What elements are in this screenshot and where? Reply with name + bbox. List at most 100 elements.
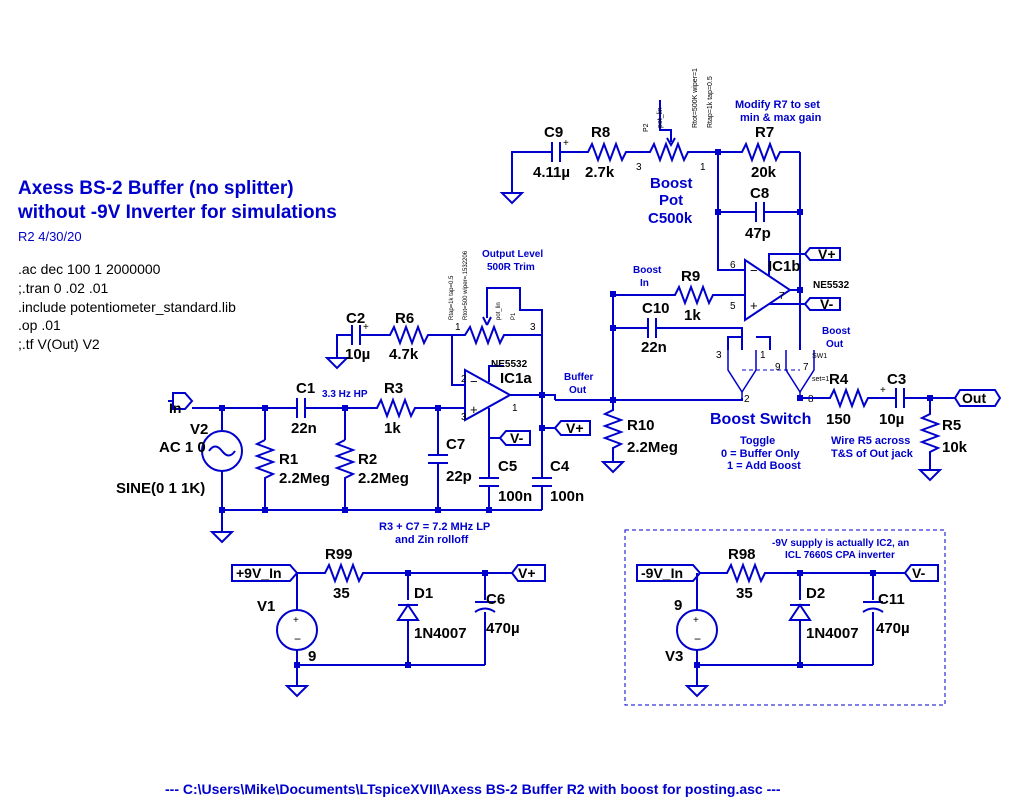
wire-r5-note-1: Wire R5 across <box>831 435 910 447</box>
boost-feedback-network <box>499 100 803 350</box>
toggle-note-3: 1 = Add Boost <box>727 460 801 472</box>
c8-capacitor[interactable] <box>742 202 800 222</box>
output-network <box>555 387 1002 482</box>
c8-name: C8 <box>750 185 769 202</box>
out-port-label: Out <box>962 390 986 406</box>
boost-switch-label: Boost Switch <box>710 411 811 428</box>
toggle-note-1: Toggle <box>740 435 775 447</box>
modify-r7-note-1: Modify R7 to set <box>735 99 820 111</box>
r8-name: R8 <box>591 124 610 141</box>
sw-pin1: 1 <box>760 350 766 361</box>
c5-capacitor[interactable] <box>479 477 499 510</box>
output-level-note-1: Output Level <box>482 249 543 260</box>
r10-value: 2.2Meg <box>627 439 678 456</box>
r8-value: 2.7k <box>585 164 615 181</box>
r6-value: 4.7k <box>389 346 419 363</box>
d2-value: 1N4007 <box>806 625 859 642</box>
d1-diode[interactable] <box>396 603 420 665</box>
r10-resistor[interactable] <box>600 397 626 474</box>
r7-name: R7 <box>755 124 774 141</box>
hp-note: 3.3 Hz HP <box>322 389 368 400</box>
r1-resistor[interactable] <box>254 439 276 510</box>
output-trim-pot[interactable] <box>452 324 542 346</box>
c11-value: 470µ <box>876 620 910 637</box>
boost-switch[interactable] <box>727 290 815 398</box>
minus9v-supply: + − <box>636 562 939 698</box>
boost-pot-param-0: P2 <box>643 123 650 132</box>
c10-name: C10 <box>642 300 670 317</box>
r7-value: 20k <box>751 164 777 181</box>
r2-name: R2 <box>358 451 377 468</box>
r7-resistor[interactable] <box>735 141 800 163</box>
ic1a-part: NE5532 <box>491 359 528 370</box>
minus9v-supply-box <box>624 529 946 706</box>
boost-input-network <box>610 284 745 410</box>
r4-resistor[interactable] <box>825 387 888 409</box>
c3-value: 10µ <box>879 411 904 428</box>
r3-resistor[interactable] <box>372 397 438 419</box>
ic1a-vplus-port: V+ <box>566 420 584 436</box>
d2-diode[interactable] <box>788 603 812 665</box>
r5-resistor[interactable] <box>919 410 941 470</box>
boost-pot-note-1: Boost <box>650 175 693 192</box>
directive-op: .op .01 <box>18 317 61 333</box>
r99-resistor[interactable] <box>320 562 512 584</box>
directive-tran: ;.tran 0 .02 .01 <box>18 280 108 296</box>
r1-value: 2.2Meg <box>279 470 330 487</box>
c4-value: 100n <box>550 488 584 505</box>
svg-text:+: + <box>693 615 699 626</box>
c1-value: 22n <box>291 420 317 437</box>
c6-value: 470µ <box>486 620 520 637</box>
c5-name: C5 <box>498 458 517 475</box>
r10-name: R10 <box>627 417 655 434</box>
sw-name: SW1 <box>812 353 827 360</box>
r8-resistor[interactable] <box>580 141 640 163</box>
ic1b-pin6: 6 <box>730 260 736 271</box>
svg-text:−: − <box>750 263 758 278</box>
c2-name: C2 <box>346 310 365 327</box>
r3-value: 1k <box>384 420 401 437</box>
r98-value: 35 <box>736 585 753 602</box>
v1-value: 9 <box>308 648 316 665</box>
r2-resistor[interactable] <box>334 439 356 510</box>
c4-capacitor[interactable] <box>532 477 552 510</box>
boost-out-note-1: Boost <box>822 326 851 337</box>
c2-capacitor[interactable] <box>351 325 385 345</box>
svg-text:+: + <box>293 615 299 626</box>
c3-capacitor[interactable] <box>888 388 955 408</box>
r5-value: 10k <box>942 439 968 456</box>
title-line-1: Axess BS-2 Buffer (no splitter) <box>18 178 294 199</box>
boost-pot[interactable] <box>640 141 718 163</box>
r4-value: 150 <box>826 411 851 428</box>
supply-note-1: -9V supply is actually IC2, an <box>772 538 909 549</box>
c7-capacitor[interactable] <box>428 454 448 510</box>
r98-resistor[interactable] <box>722 562 905 584</box>
c5-value: 100n <box>498 488 532 505</box>
svg-text:+: + <box>470 402 478 417</box>
boost-pot-param-3: Rtap=1k tap=0.5 <box>707 76 714 128</box>
c7-value: 22p <box>446 468 472 485</box>
svg-text:−: − <box>470 374 478 389</box>
ic1a-pin1: 1 <box>512 403 518 414</box>
r4-name: R4 <box>829 371 849 388</box>
c3-name: C3 <box>887 371 906 388</box>
buffer-out-note-1: Buffer <box>564 372 594 383</box>
r9-resistor[interactable] <box>668 284 745 306</box>
lp-note-1: R3 + C7 = 7.2 MHz LP <box>379 521 490 533</box>
r99-name: R99 <box>325 546 353 563</box>
c1-capacitor[interactable] <box>296 398 372 418</box>
modify-r7-note-2: min & max gain <box>740 112 822 124</box>
boost-pot-note-2: Pot <box>659 192 683 209</box>
ic1b-name: IC1b <box>768 258 801 275</box>
r3-name: R3 <box>384 380 403 397</box>
ic1b-pin7: 7 <box>779 291 785 302</box>
r9-name: R9 <box>681 268 700 285</box>
c9-plus: + <box>563 138 569 149</box>
c11-capacitor[interactable] <box>862 601 884 665</box>
d1-value: 1N4007 <box>414 625 467 642</box>
trim-param-1: Rtot=500 wiper=.1532206 <box>463 250 469 320</box>
r6-resistor[interactable] <box>385 324 452 346</box>
directive-tf: ;.tf V(Out) V2 <box>18 336 100 352</box>
c6-capacitor[interactable] <box>474 601 496 665</box>
c2-plus: + <box>363 322 369 333</box>
